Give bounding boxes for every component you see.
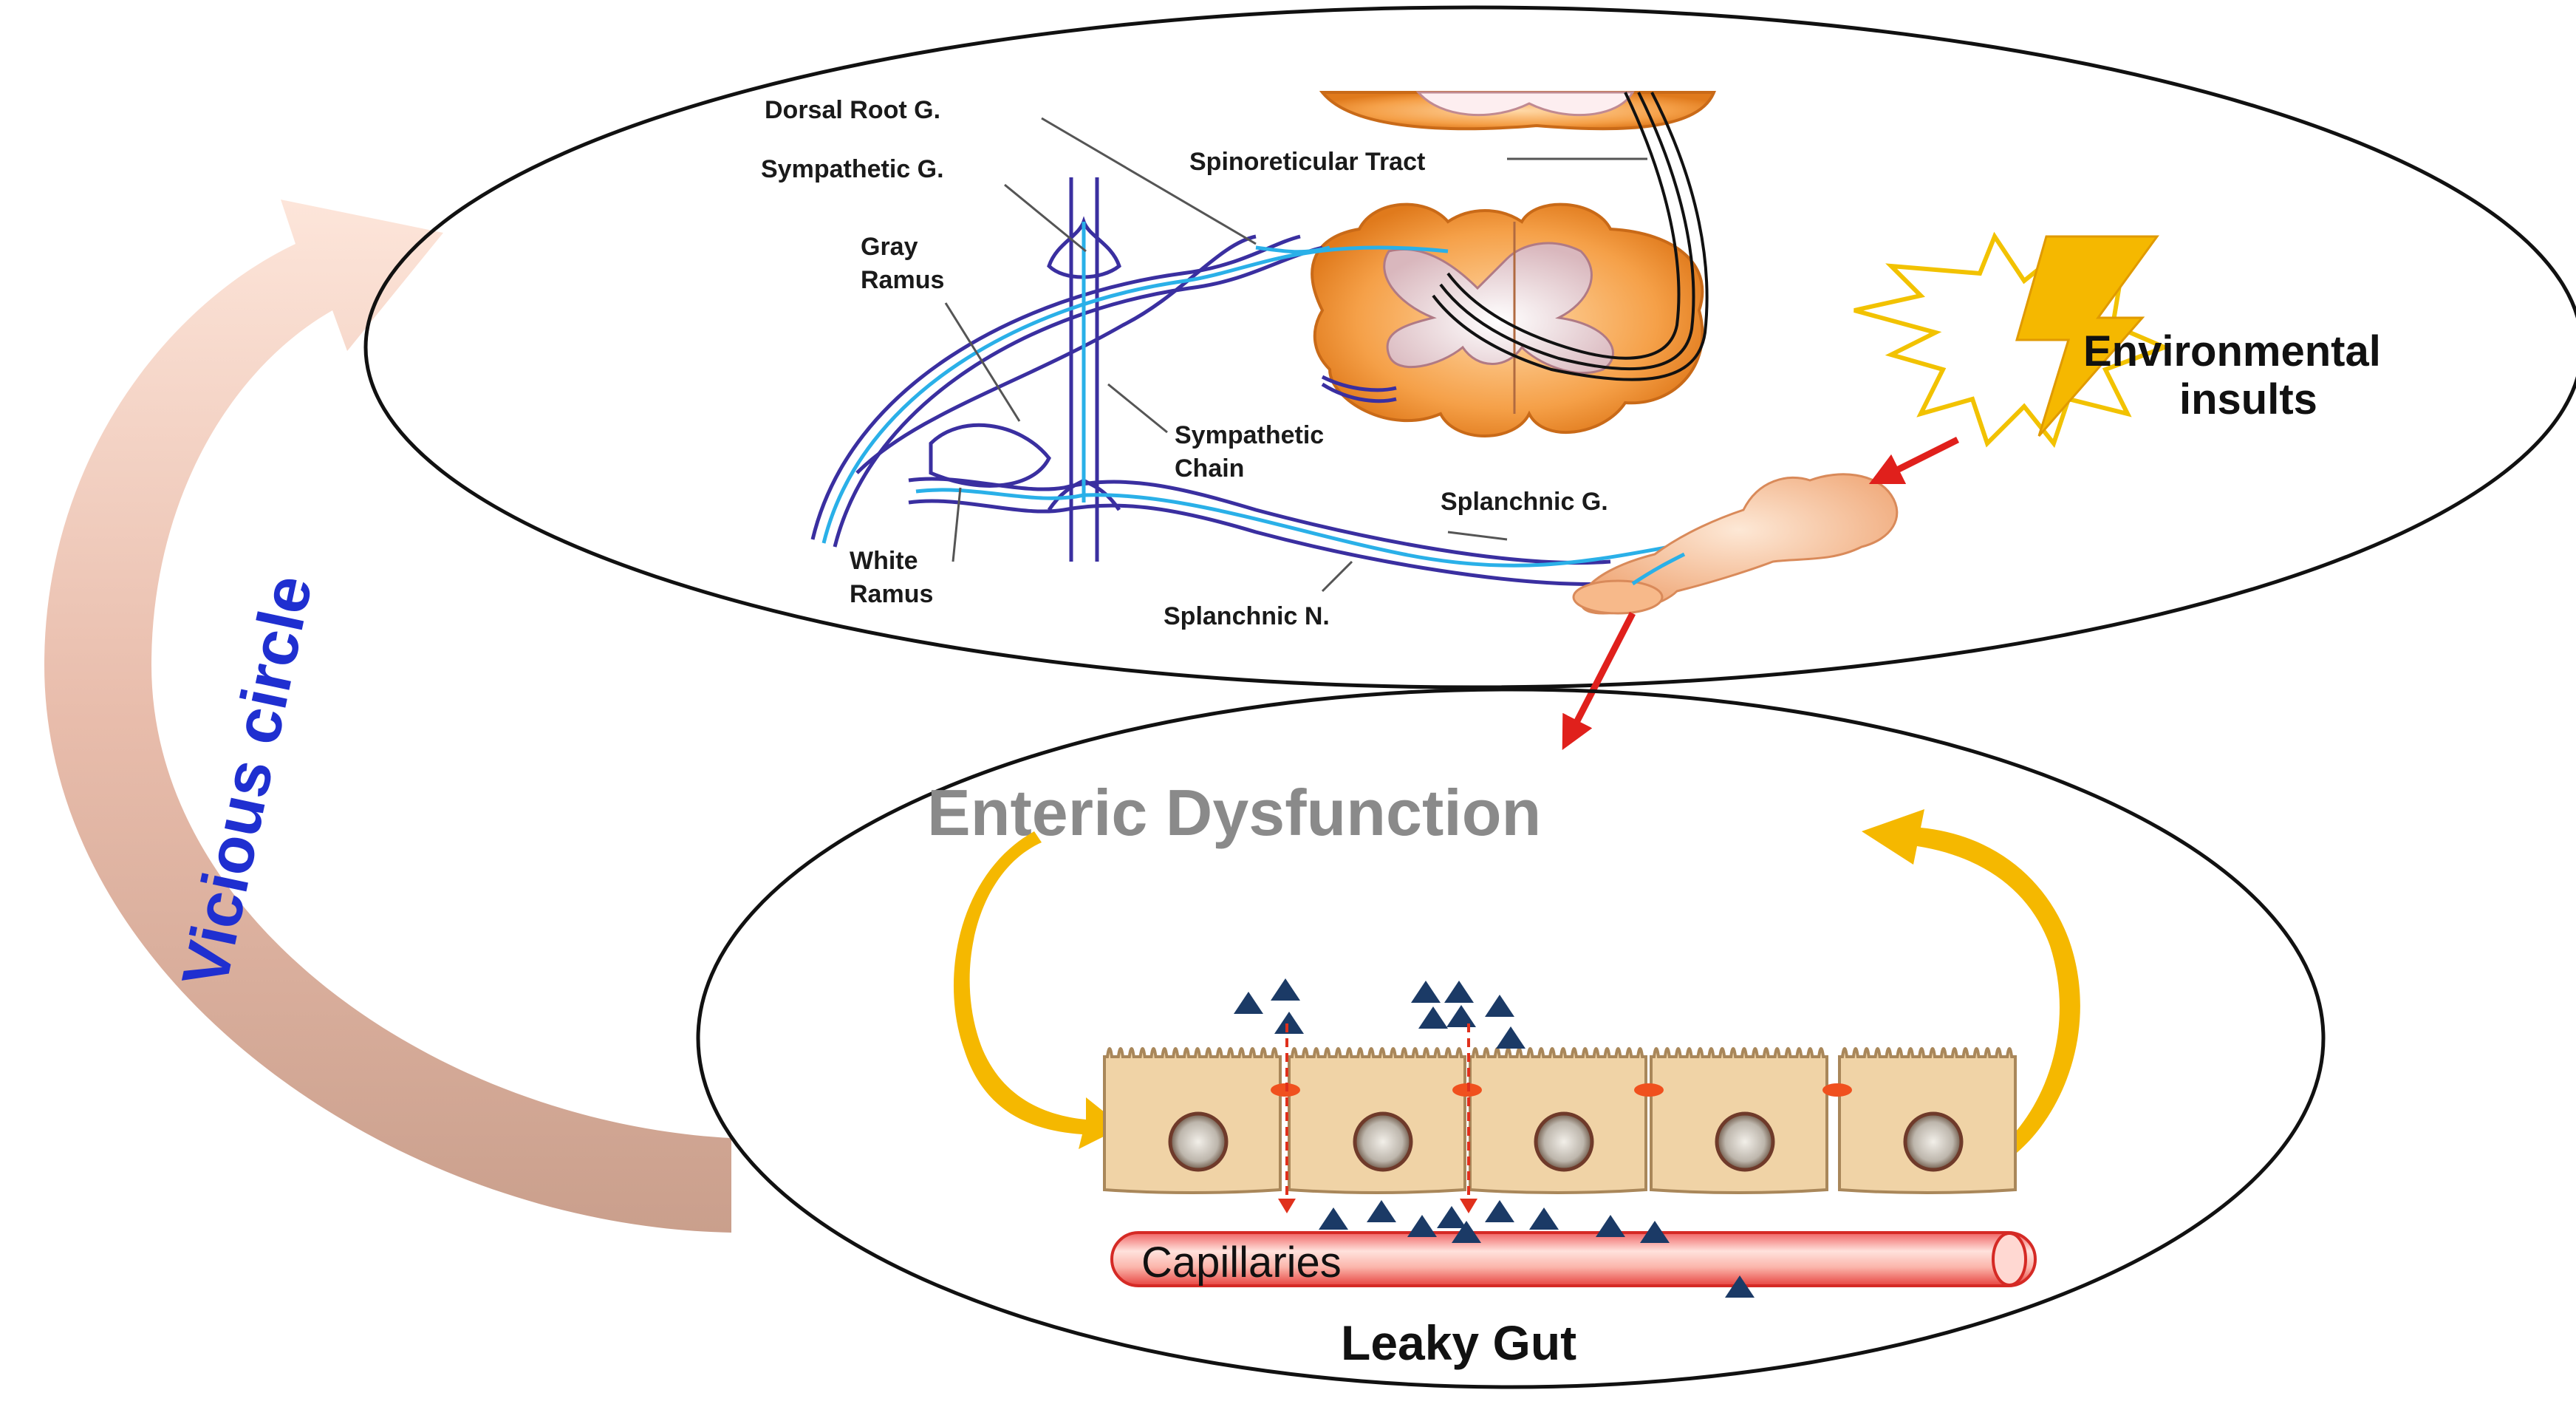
molecule-triangle: [1418, 1006, 1448, 1029]
insult-arrow: [1868, 436, 1960, 485]
label-gray-ramus-1: Gray: [861, 233, 918, 261]
gold-arrow-left: [953, 831, 1123, 1149]
molecule-triangle: [1271, 978, 1300, 1001]
molecule-triangle: [1274, 1012, 1304, 1034]
molecule-triangle: [1444, 981, 1474, 1003]
label-environmental-1: Environmental: [2083, 327, 2381, 375]
gut-to-enteric-arrow: [1562, 611, 1636, 751]
label-enteric-dysfunction: Enteric Dysfunction: [927, 776, 1541, 849]
label-sympathetic-chain-2: Chain: [1175, 454, 1244, 483]
molecule-triangle: [1234, 992, 1263, 1014]
environmental-burst: [1854, 231, 2171, 449]
label-splanchnic-n: Splanchnic N.: [1164, 602, 1330, 630]
molecule-triangle: [1596, 1215, 1625, 1237]
label-gray-ramus-2: Ramus: [861, 266, 944, 294]
cell-nucleus: [1353, 1111, 1413, 1172]
molecule-triangle: [1529, 1207, 1559, 1230]
leak-arrows: [1285, 1023, 1470, 1201]
molecule-triangle: [1485, 995, 1514, 1017]
label-dorsal-root: Dorsal Root G.: [765, 96, 940, 124]
molecule-triangle: [1437, 1206, 1466, 1228]
vicious-circle-label: Vicious circle: [168, 569, 326, 993]
label-sympathetic-g: Sympathetic G.: [761, 155, 944, 183]
molecule-triangle: [1411, 981, 1441, 1003]
molecule-triangle: [1725, 1275, 1755, 1298]
label-sympathetic-chain-1: Sympathetic: [1175, 421, 1324, 449]
molecule-triangle: [1640, 1221, 1670, 1243]
molecule-triangle: [1496, 1026, 1526, 1049]
leak-arrowheads: [1278, 1199, 1477, 1213]
vicious-circle-arrow: [44, 200, 731, 1233]
spinal-cord-top: [1319, 91, 1716, 131]
label-white-ramus-1: White: [850, 547, 918, 575]
label-spinoreticular: Spinoreticular Tract: [1189, 148, 1425, 176]
molecule-triangle: [1407, 1215, 1437, 1237]
cell-nucleus: [1534, 1111, 1594, 1172]
gut-organ: [1572, 473, 1899, 615]
label-capillaries: Capillaries: [1141, 1239, 1342, 1287]
capillary-vessel: [1110, 1231, 2037, 1287]
tight-junction: [1634, 1083, 1664, 1097]
label-leaders: [944, 117, 1647, 593]
enteric-ellipse: [696, 687, 2326, 1389]
molecule-triangle: [1446, 1005, 1476, 1027]
leaked-molecules: [1234, 978, 1755, 1298]
gold-arrow-right: [1862, 809, 2080, 1153]
label-leaky-gut: Leaky Gut: [1341, 1315, 1576, 1370]
label-splanchnic-g: Splanchnic G.: [1441, 488, 1608, 516]
spinoreticular-tract: [1432, 92, 1709, 381]
nervous-system-ellipse: [363, 5, 2576, 689]
tight-junction: [1822, 1083, 1852, 1097]
molecule-triangle: [1485, 1200, 1514, 1222]
epithelial-cells: [1103, 1047, 2017, 1194]
label-white-ramus-2: Ramus: [850, 580, 933, 608]
cell-nucleus: [1903, 1111, 1964, 1172]
lightning-icon: [2015, 235, 2159, 437]
sensory-fibers: [821, 222, 1670, 568]
label-environmental-2: insults: [2179, 375, 2317, 423]
molecule-triangle: [1452, 1221, 1481, 1243]
molecule-triangle: [1367, 1200, 1396, 1222]
cell-nucleus: [1168, 1111, 1229, 1172]
molecule-triangle: [1319, 1207, 1348, 1230]
cell-nucleus: [1715, 1111, 1775, 1172]
